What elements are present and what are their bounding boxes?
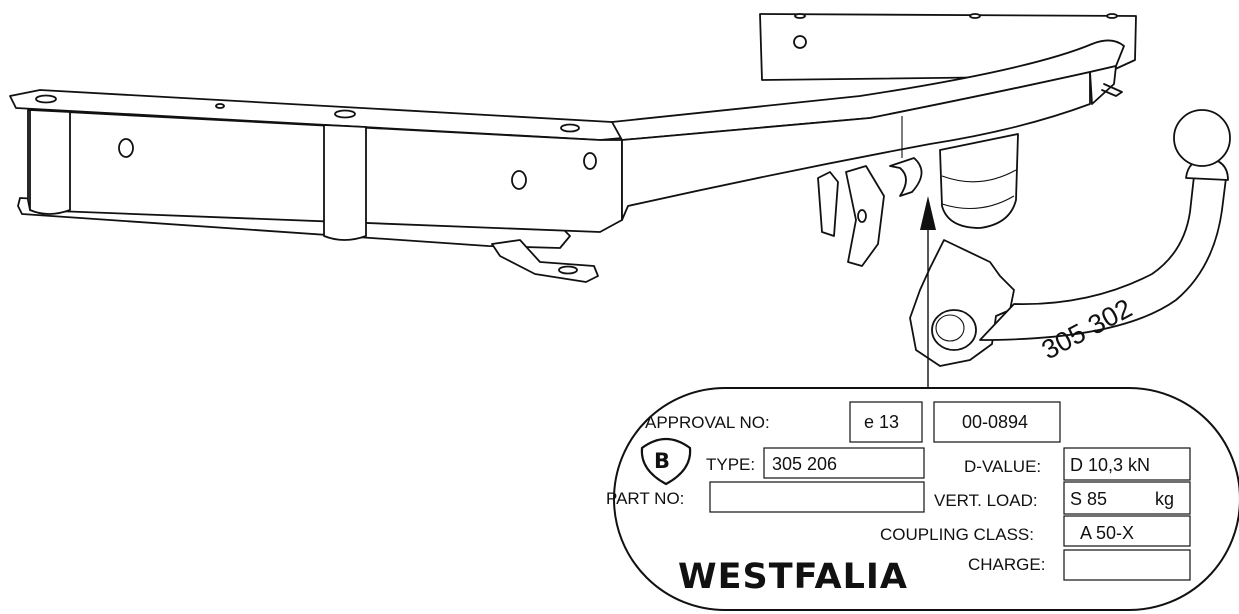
- dvalue-label: D-VALUE:: [964, 457, 1041, 476]
- brand-logo: WESTFALIA: [678, 557, 908, 597]
- type-value: 305 206: [772, 454, 837, 474]
- approval-country-box: [849, 401, 923, 443]
- approval-label: APPROVAL NO:: [645, 413, 770, 432]
- type-label: TYPE:: [706, 455, 755, 474]
- plate-location-arrow: [920, 196, 936, 392]
- vertload-label: VERT. LOAD:: [934, 491, 1038, 510]
- dvalue-value: D 10,3 kN: [1070, 455, 1150, 475]
- svg-text:B: B: [654, 449, 670, 473]
- type-plate: APPROVAL NO: e 13 00-0894 B TYPE: 305 20…: [606, 387, 1239, 611]
- coupling-label: COUPLING CLASS:: [880, 525, 1034, 544]
- part-box: [709, 481, 925, 513]
- charge-box: [1063, 549, 1191, 581]
- main-bar: [611, 13, 1137, 221]
- cross-beam: [9, 89, 626, 283]
- approval-badge-icon: B: [640, 437, 692, 486]
- charge-label: CHARGE:: [968, 555, 1045, 574]
- approval-number-box: [933, 401, 1061, 443]
- coupling-box: [1063, 515, 1191, 547]
- vertload-value: S 85: [1070, 489, 1107, 509]
- type-box: [763, 447, 925, 479]
- swan-neck-arm: [931, 109, 1231, 351]
- approval-number: 00-0894: [962, 412, 1028, 432]
- approval-country: e 13: [864, 412, 899, 432]
- coupling-value: A 50-X: [1080, 523, 1134, 543]
- dvalue-box: [1063, 447, 1191, 481]
- vertload-box: [1063, 481, 1191, 515]
- socket-bracket: [817, 157, 923, 267]
- part-label: PART NO:: [606, 489, 684, 508]
- vertload-unit: kg: [1155, 489, 1174, 509]
- tow-ball: [1173, 109, 1231, 167]
